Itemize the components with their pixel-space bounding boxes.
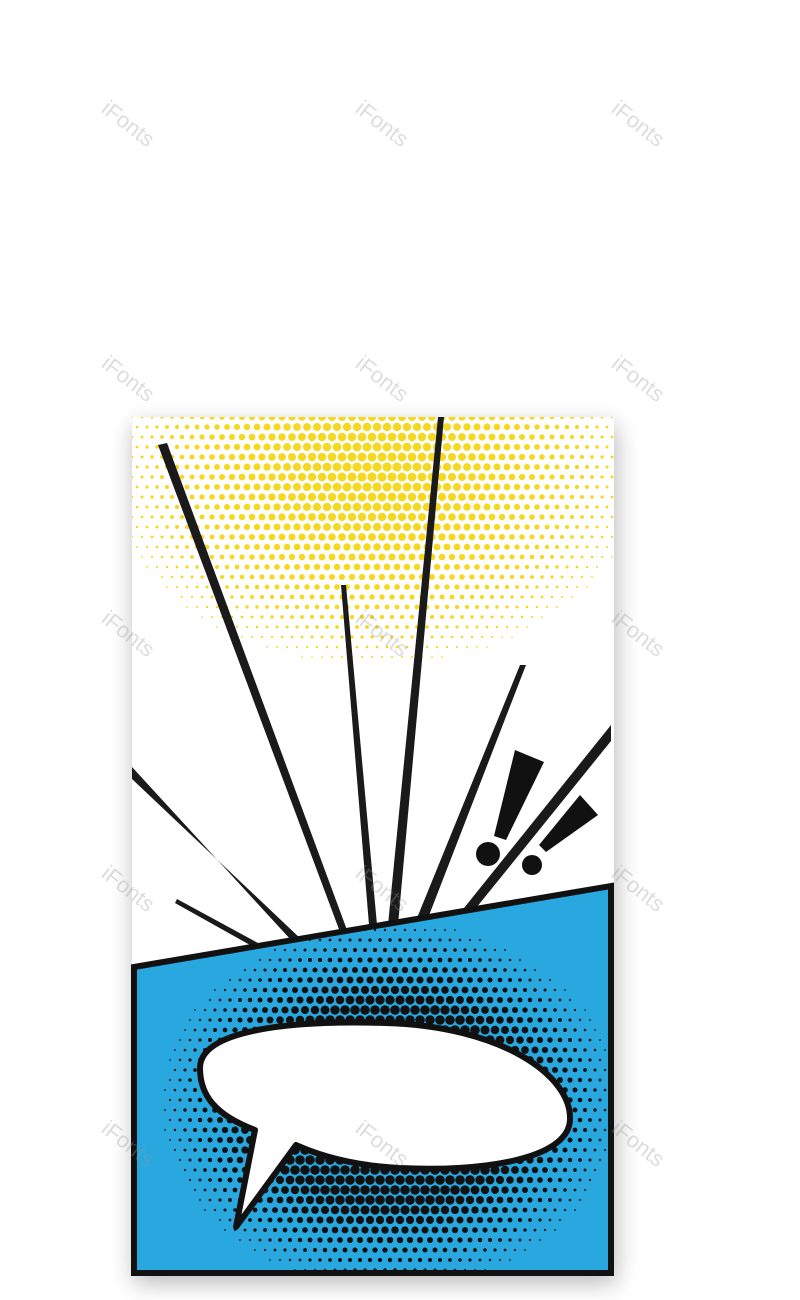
action-line	[388, 417, 444, 925]
action-lines	[132, 417, 611, 945]
action-line	[341, 585, 377, 925]
exclamation-mark-icon	[522, 795, 598, 875]
action-line	[417, 665, 526, 918]
exclamation-mark-icon	[476, 750, 544, 866]
speech-bubble-icon	[197, 1019, 574, 1230]
action-line	[175, 899, 258, 945]
action-line	[460, 725, 611, 913]
blue-panel-border	[131, 882, 614, 1276]
action-line	[158, 443, 347, 932]
